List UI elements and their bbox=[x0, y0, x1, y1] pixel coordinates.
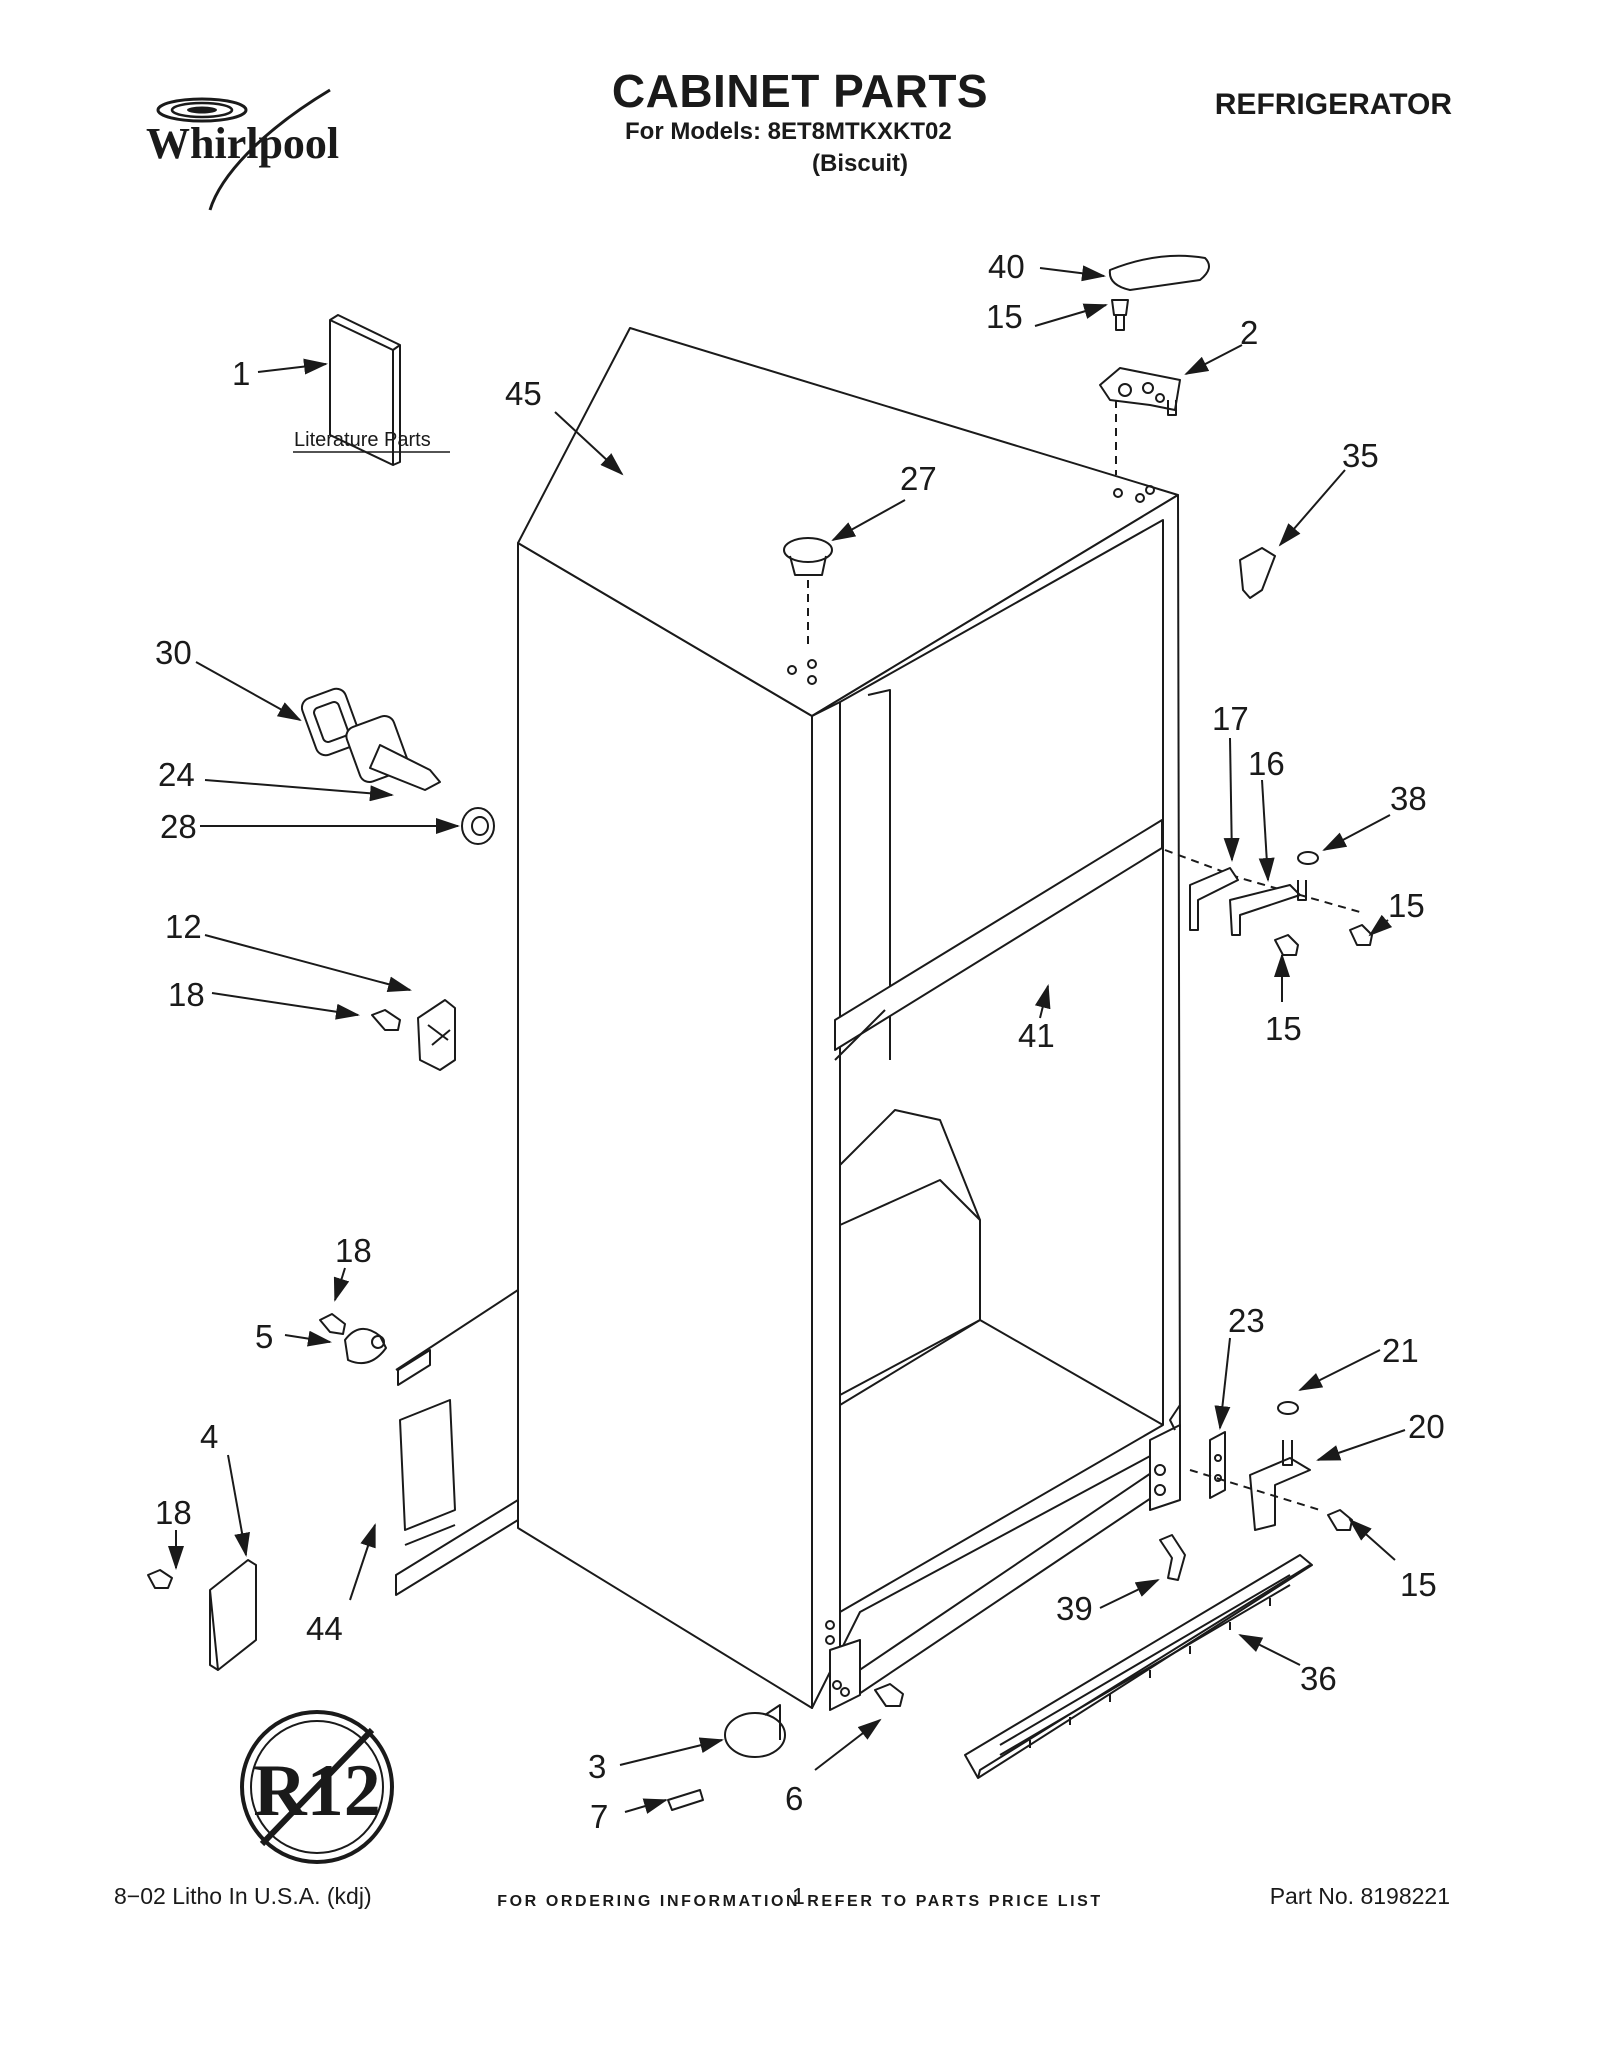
washer-part bbox=[1297, 851, 1319, 865]
leveling-leg-part bbox=[724, 1704, 786, 1758]
callout-18: 18 bbox=[155, 1494, 192, 1531]
ordering-note: FOR ORDERING INFORMATION REFER TO PARTS … bbox=[497, 1893, 1103, 1910]
callout-15: 15 bbox=[1388, 887, 1425, 924]
bracket-part bbox=[395, 1289, 519, 1596]
plug-button-part bbox=[783, 537, 833, 576]
callout-15: 15 bbox=[986, 298, 1023, 335]
callout-15: 15 bbox=[1400, 1566, 1437, 1603]
screw-part bbox=[319, 1313, 346, 1335]
wire-clip-part bbox=[417, 999, 456, 1071]
gasket-part bbox=[300, 687, 362, 757]
washer-part bbox=[461, 807, 495, 845]
screw-part bbox=[1274, 924, 1373, 956]
callout-17: 17 bbox=[1212, 700, 1249, 737]
callout-21: 21 bbox=[1382, 1332, 1419, 1369]
callout-2: 2 bbox=[1240, 314, 1258, 351]
screw-part bbox=[1111, 299, 1129, 331]
screw-part bbox=[874, 1683, 904, 1707]
brand-wordmark: Whirlpool bbox=[146, 119, 339, 168]
callout-35: 35 bbox=[1342, 437, 1379, 474]
callout-41: 41 bbox=[1018, 1017, 1055, 1054]
washer-part bbox=[1277, 1401, 1299, 1415]
callout-4: 4 bbox=[200, 1418, 218, 1455]
callout-6: 6 bbox=[785, 1780, 803, 1817]
literature-booklet-part bbox=[329, 314, 401, 466]
leader-lines bbox=[168, 265, 1406, 1814]
callout-45: 45 bbox=[505, 375, 542, 412]
part-number: Part No. 8198221 bbox=[1269, 1883, 1450, 1909]
grille-clip-part bbox=[1159, 1534, 1186, 1581]
damper-shaft-part bbox=[345, 715, 441, 791]
callout-24: 24 bbox=[158, 756, 195, 793]
callout-40: 40 bbox=[988, 248, 1025, 285]
page-title: CABINET PARTS bbox=[611, 65, 989, 117]
bottom-hinge-part bbox=[1249, 1440, 1311, 1531]
callout-3: 3 bbox=[588, 1748, 606, 1785]
screw-part bbox=[147, 1569, 173, 1589]
callout-12: 12 bbox=[165, 908, 202, 945]
callout-28: 28 bbox=[160, 808, 197, 845]
callout-15: 15 bbox=[1265, 1010, 1302, 1047]
callout-30: 30 bbox=[155, 634, 192, 671]
top-hinge-part bbox=[1099, 367, 1181, 416]
callout-18: 18 bbox=[168, 976, 205, 1013]
hinge-trim-part bbox=[1239, 547, 1276, 599]
litho-line: 8−02 Litho In U.S.A. (kdj) bbox=[114, 1883, 372, 1909]
callout-23: 23 bbox=[1228, 1302, 1265, 1339]
callout-7: 7 bbox=[590, 1798, 608, 1835]
shim-part bbox=[1209, 1431, 1226, 1499]
access-cover-part bbox=[209, 1559, 257, 1671]
pin-part bbox=[667, 1789, 704, 1811]
callout-36: 36 bbox=[1300, 1660, 1337, 1697]
r12-label: R12 bbox=[253, 1750, 380, 1832]
hinge-cover-part bbox=[1108, 254, 1210, 291]
callout-38: 38 bbox=[1390, 780, 1427, 817]
callout-20: 20 bbox=[1408, 1408, 1445, 1445]
screw-part bbox=[1327, 1509, 1353, 1531]
whirlpool-logo: Whirlpool bbox=[140, 82, 380, 222]
callout-18: 18 bbox=[335, 1232, 372, 1269]
callout-5: 5 bbox=[255, 1318, 273, 1355]
category-title: REFRIGERATOR bbox=[1214, 88, 1452, 121]
callout-44: 44 bbox=[306, 1610, 343, 1647]
callout-27: 27 bbox=[900, 460, 937, 497]
callout-labels: 1 45 40 15 2 35 27 30 24 28 12 18 17 16 … bbox=[155, 248, 1445, 1835]
page-number: 1 bbox=[792, 1883, 805, 1909]
literature-parts-label: Literature Parts bbox=[294, 429, 431, 451]
callout-16: 16 bbox=[1248, 745, 1285, 782]
cabinet-shell bbox=[517, 327, 1181, 1711]
tubing-clamp-part bbox=[344, 1328, 387, 1364]
callout-39: 39 bbox=[1056, 1590, 1093, 1627]
toe-grille-part bbox=[964, 1554, 1313, 1779]
callout-1: 1 bbox=[232, 355, 250, 392]
models-line: For Models: 8ET8MTKXKT02 bbox=[625, 118, 952, 145]
color-line: (Biscuit) bbox=[812, 150, 908, 177]
center-hinge-part bbox=[1189, 867, 1307, 936]
screw-part bbox=[371, 1009, 401, 1031]
no-r12-stamp bbox=[240, 1710, 394, 1864]
